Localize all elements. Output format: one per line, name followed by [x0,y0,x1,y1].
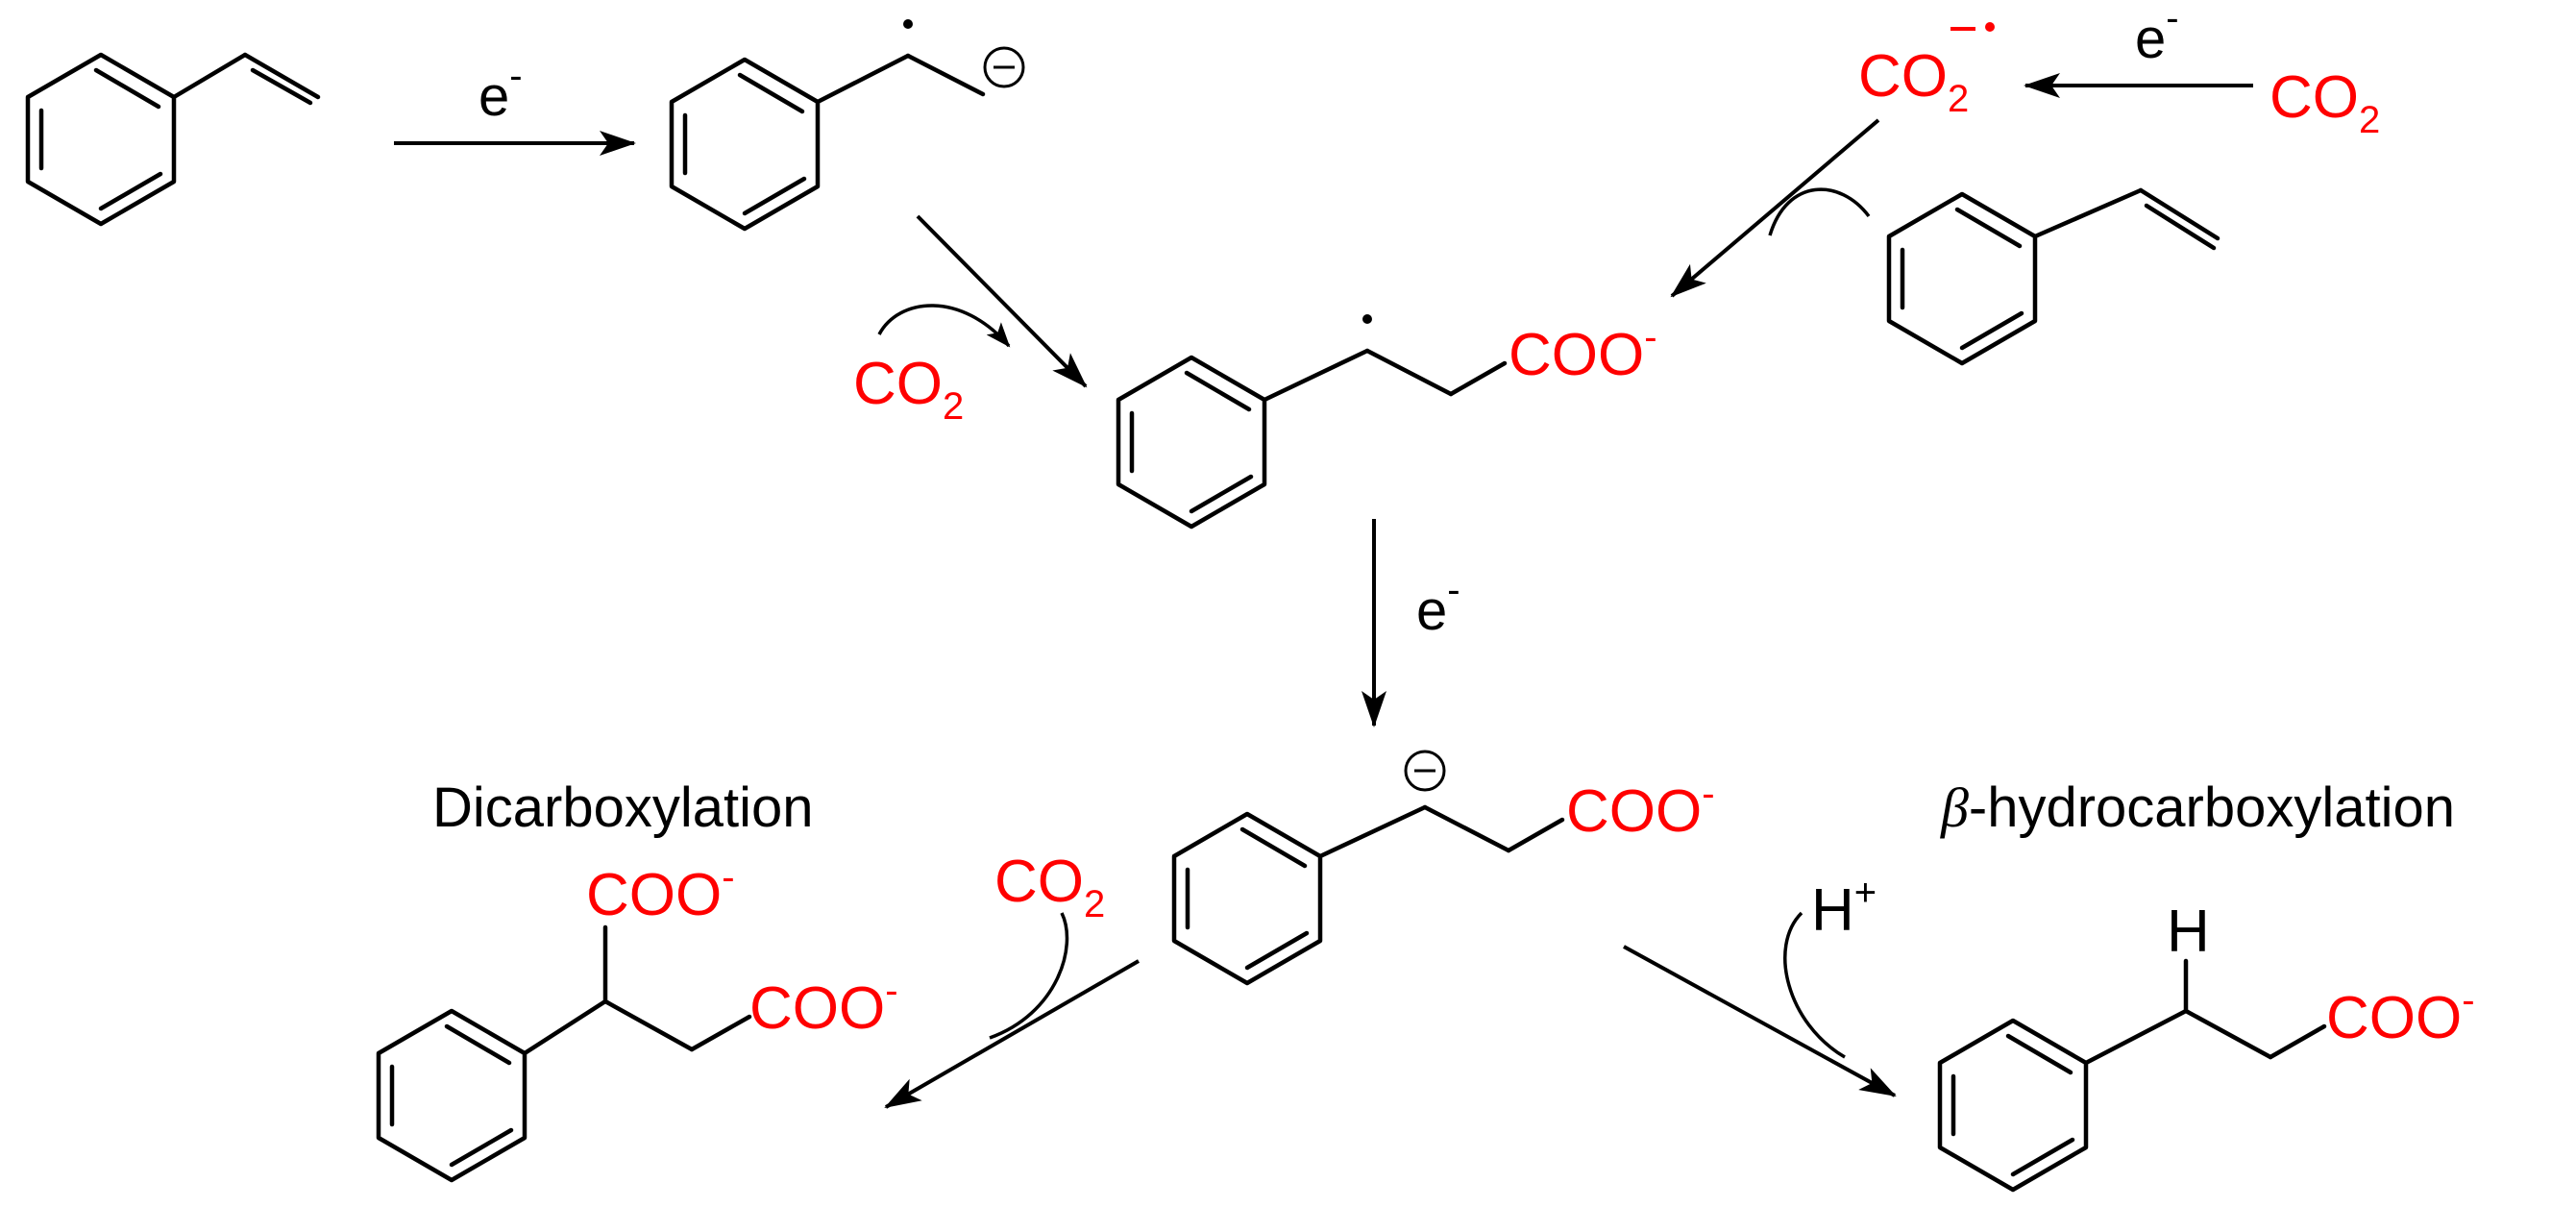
hydrocarboxylation-arrow: H+ [1623,872,1897,1097]
styrene-radical-anion [669,19,1025,232]
anion-charge-circle [983,46,1025,88]
dicarboxylation-arrow: CO2 [884,849,1141,1109]
carboxylate-label-beta: COO- [749,970,898,1042]
hydrocarboxylated-product: H COO- [1937,899,2475,1193]
hydrogen-label: H [2167,899,2210,965]
radical-addition-arrow-right [1670,118,1880,298]
co2-radical-anion-label: CO2 [1858,43,1969,120]
dicarboxylated-product: COO- COO- [376,856,898,1183]
carboxylated-benzylic-radical: COO- [1116,314,1657,530]
proton-label: H+ [1811,872,1877,944]
carboxylate-label-carbanion: COO- [1566,773,1715,845]
benzylic-carbanion: COO- [1171,750,1715,986]
carboxylate-label-product: COO- [2326,979,2475,1051]
electron-label-down: e- [1416,569,1460,642]
benzylic-radical-dot [1362,314,1372,324]
co2-radical-anion: CO2 [1858,22,1995,120]
beta-hydrocarboxylation-title: β-hydrocarboxylation [1940,776,2455,839]
radical-anion-dot [1985,22,1995,32]
electron-label: e- [478,55,523,128]
styrene-molecule [25,52,321,227]
co2-reduction-arrow: e- CO2 [2024,0,2380,141]
carboxylate-label-center: COO- [1509,316,1657,388]
co2-label-dicarboxylation: CO2 [994,849,1105,925]
carboxylate-label-alpha: COO- [586,856,735,928]
radical-dot [903,19,913,29]
electron-transfer-arrow-2: e- [1362,519,1460,727]
dicarboxylation-title: Dicarboxylation [432,776,814,839]
carbanion-charge-circle [1404,750,1446,792]
electron-label-top: e- [2135,0,2179,70]
styrene-molecule-right [1886,187,2220,366]
co2-reagent-top: CO2 [2269,64,2380,141]
co2-addition-arrow-left: CO2 [853,214,1088,428]
co2-label-left: CO2 [853,351,964,428]
electron-transfer-arrow-1: e- [394,55,636,156]
